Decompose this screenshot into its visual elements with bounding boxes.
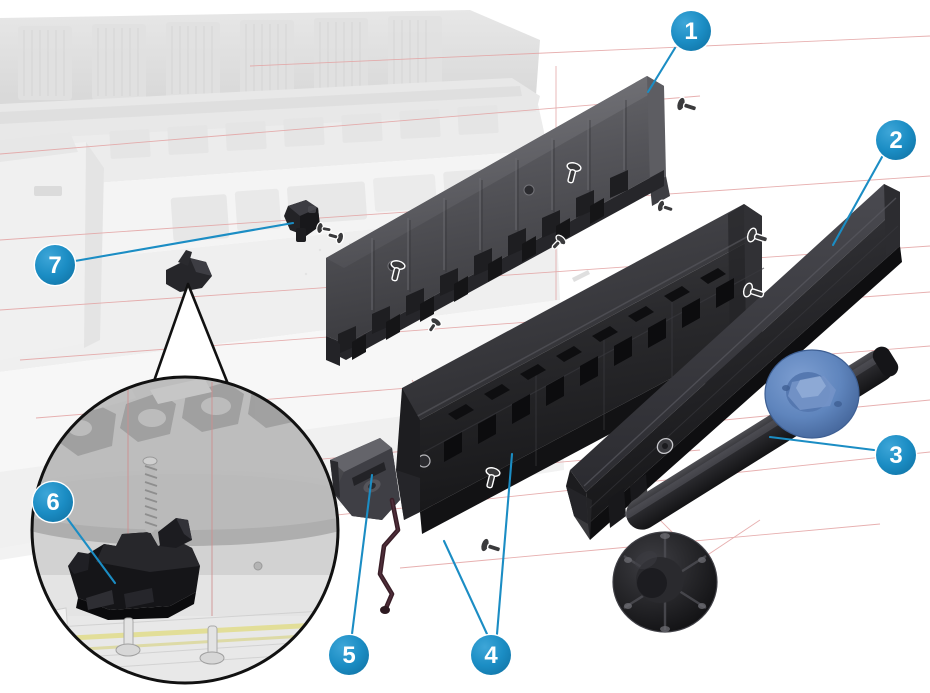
callout-3[interactable]: 3 — [768, 433, 918, 477]
carriage-spring — [142, 456, 158, 533]
part-left-support-bracket[interactable] — [330, 438, 400, 520]
callout-layer: 1 2 3 4 5 6 7 — [31, 9, 918, 677]
callout-leader-line — [646, 46, 677, 94]
callout-2[interactable]: 2 — [831, 118, 918, 247]
callout-4[interactable]: 4 — [442, 452, 514, 677]
callout-number-1: 1 — [684, 18, 697, 45]
callout-badge-2[interactable] — [876, 120, 916, 160]
callout-5[interactable]: 5 — [327, 473, 374, 677]
callout-leader-line — [65, 516, 117, 585]
callout-badge-3[interactable] — [876, 435, 916, 475]
detail-screw — [115, 617, 141, 657]
callout-number-7: 7 — [48, 252, 61, 279]
callout-leader-line — [73, 221, 295, 263]
part-top-ribbed-cover-panel[interactable] — [326, 76, 670, 366]
callout-number-6: 6 — [46, 489, 59, 516]
cutter-carriage-body — [68, 518, 200, 620]
callout-badge-7[interactable] — [35, 245, 75, 285]
callout-6[interactable]: 6 — [31, 480, 117, 585]
spindle-end-cap — [612, 531, 718, 633]
detail-screw — [199, 625, 225, 665]
part-sensor-bracket[interactable] — [284, 200, 320, 242]
part-bracket-cable — [377, 497, 401, 614]
callout-leader-line — [442, 539, 489, 636]
cutter-carriage-ghost — [166, 250, 212, 292]
callout-badge-5[interactable] — [329, 635, 369, 675]
callout-leader-line — [768, 435, 876, 452]
callout-7[interactable]: 7 — [33, 221, 295, 287]
callout-leader-line — [831, 155, 884, 247]
callout-1[interactable]: 1 — [646, 9, 713, 94]
callout-badge-4[interactable] — [471, 635, 511, 675]
callout-number-2: 2 — [889, 127, 902, 154]
part-right-long-trim-rail[interactable] — [566, 184, 902, 540]
callout-leader-line — [350, 473, 374, 636]
callout-number-3: 3 — [889, 442, 902, 469]
callout-number-4: 4 — [484, 642, 498, 669]
part-media-spindle-assembly[interactable] — [612, 343, 902, 633]
callout-badge-1[interactable] — [671, 11, 711, 51]
spindle-blue-hub — [764, 349, 860, 439]
callout-badge-6[interactable] — [33, 482, 73, 522]
callout-leader-line — [495, 452, 514, 636]
callout-number-5: 5 — [342, 642, 355, 669]
screw-group — [316, 96, 769, 553]
